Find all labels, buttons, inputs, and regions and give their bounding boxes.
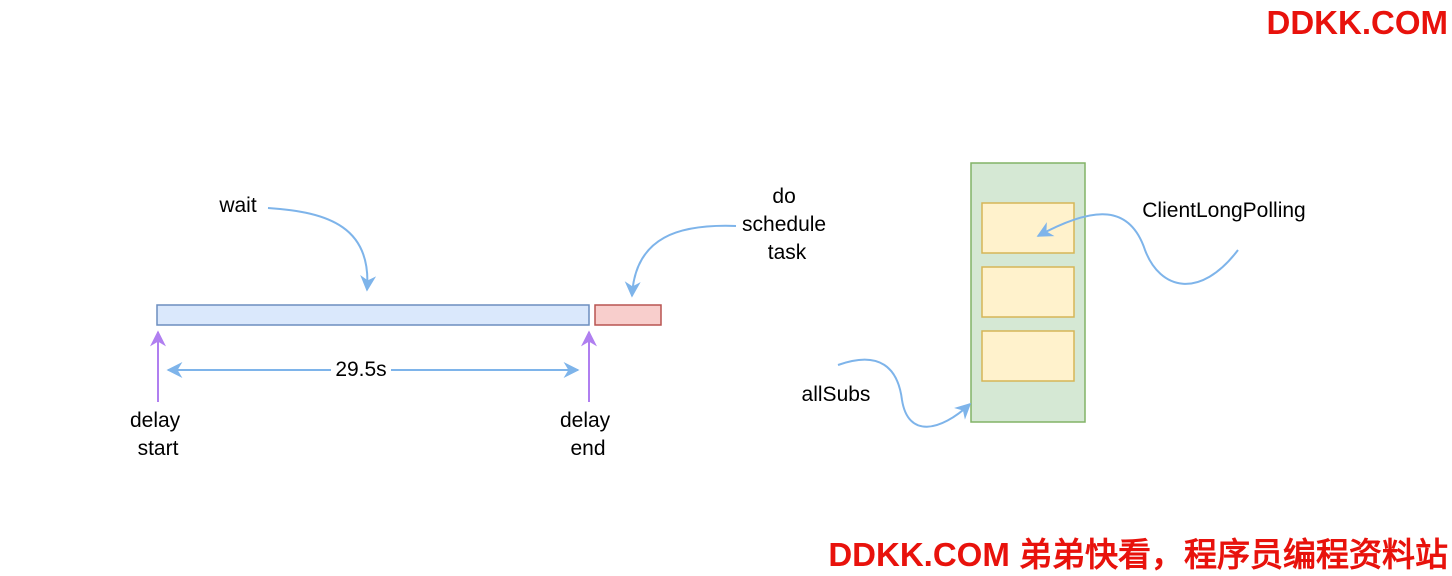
subscription-slot-3 <box>981 330 1075 382</box>
all-subs-connector <box>837 358 972 428</box>
delay-end-line-2: end <box>570 437 605 460</box>
watermark-top: DDKK.COM <box>1266 4 1448 41</box>
task-label: do schedule task <box>742 185 832 264</box>
wait-label: wait <box>218 194 257 217</box>
task-connector <box>624 224 737 298</box>
delay-end-line-1: delay <box>560 409 611 432</box>
wait-connector <box>267 207 377 292</box>
task-label-line-3: task <box>768 241 807 264</box>
delay-start-line-1: delay <box>130 409 181 432</box>
task-label-line-1: do <box>772 185 795 208</box>
delay-start-label: delay start <box>130 409 186 460</box>
task-bar <box>594 304 662 326</box>
delay-start-line-2: start <box>138 437 179 460</box>
client-connector <box>1036 213 1239 285</box>
client-long-polling-label: ClientLongPolling <box>1142 199 1305 222</box>
watermark-bottom: DDKK.COM 弟弟快看，程序员编程资料站 <box>828 536 1448 573</box>
subscription-slot-2 <box>981 266 1075 318</box>
duration-label-bg <box>331 356 391 382</box>
subscription-slot-1 <box>981 202 1075 254</box>
wait-bar <box>156 304 590 326</box>
task-label-line-2: schedule <box>742 213 826 236</box>
delay-end-label: delay end <box>560 409 616 460</box>
duration-label: 29.5s <box>335 358 386 381</box>
all-subs-label: allSubs <box>802 383 871 406</box>
